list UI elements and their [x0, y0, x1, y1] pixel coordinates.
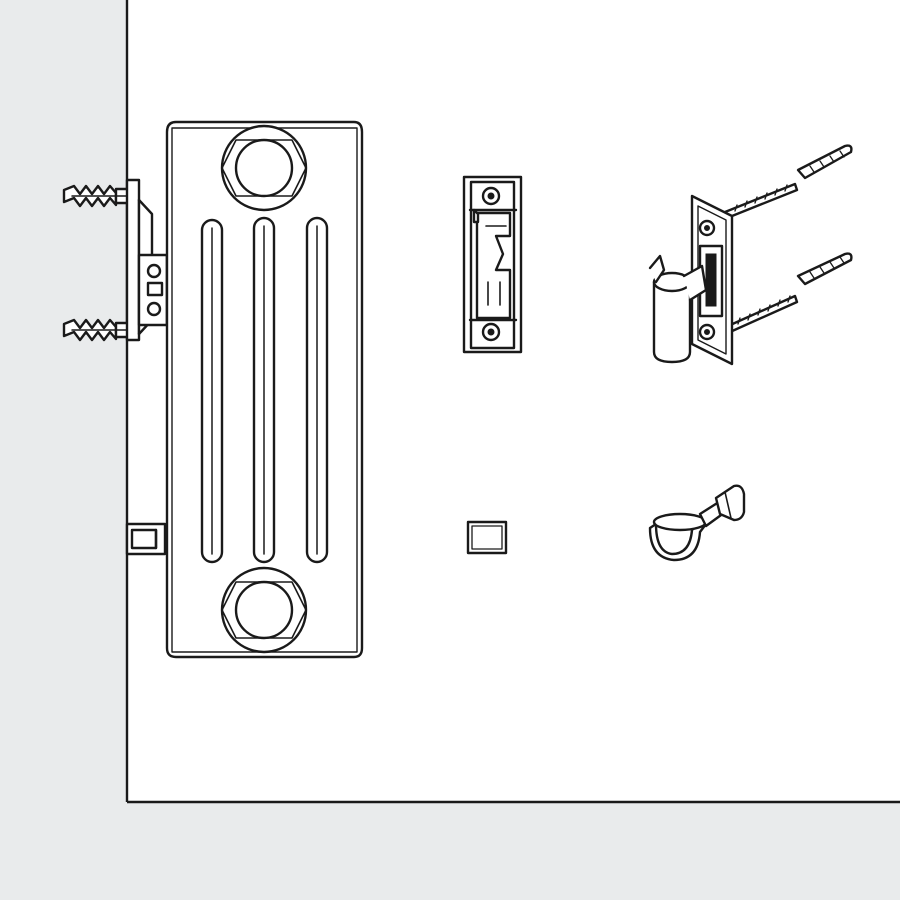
spacer-block-icon: [466, 520, 508, 555]
bracket-plate-icon: [462, 175, 523, 354]
bottom-spacer-icon: [125, 522, 167, 556]
pipe-clip-icon: [648, 484, 746, 562]
bracket-assembly-icon: [648, 194, 734, 366]
screw-bolt-top-icon: [723, 144, 853, 220]
radiator-icon: [165, 120, 364, 659]
